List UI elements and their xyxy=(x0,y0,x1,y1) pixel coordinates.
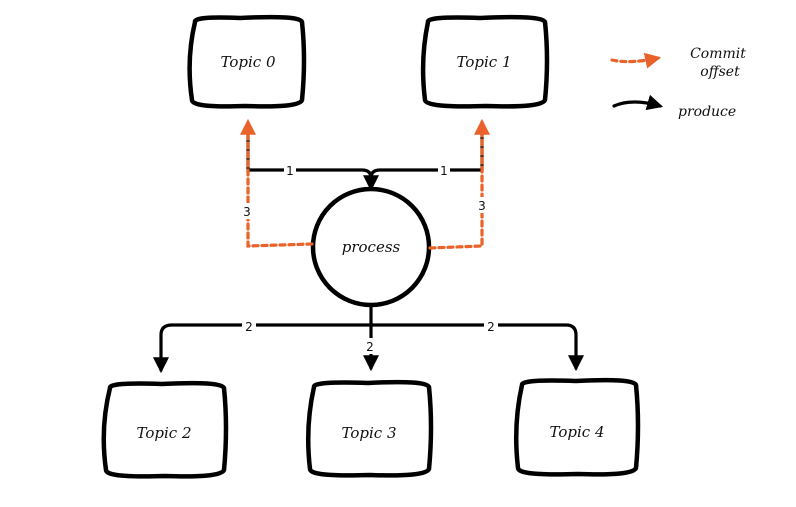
process-label: process xyxy=(342,238,401,256)
process-node: process xyxy=(310,186,432,308)
legend-commit-arrow xyxy=(610,52,662,69)
edge-consume-topic1 xyxy=(369,130,484,180)
edge-label-consume-topic0: 1 xyxy=(286,164,294,178)
topic-0-node: Topic 0 xyxy=(187,14,307,109)
edge-commit-topic0 xyxy=(240,118,314,248)
legend-commit-label-line1: Commit xyxy=(690,46,746,62)
topic-2-node: Topic 2 xyxy=(101,380,229,479)
edge-commit-topic1 xyxy=(428,118,490,250)
topic-3-node: Topic 3 xyxy=(305,379,434,478)
legend-produce-label: produce xyxy=(678,104,736,120)
topic-4-label: Topic 4 xyxy=(550,423,605,441)
edge-label-commit-topic0: 3 xyxy=(243,205,251,219)
legend-commit-label-line2: offset xyxy=(700,64,740,80)
legend: Commit offset produce xyxy=(610,46,746,120)
edge-label-produce-topic3: 2 xyxy=(366,340,374,354)
topic-0-label: Topic 0 xyxy=(221,53,276,71)
topic-1-label: Topic 1 xyxy=(457,53,512,71)
edge-label-commit-topic1: 3 xyxy=(478,199,486,213)
edge-produce-topic2 xyxy=(153,323,373,374)
topic-3-label: Topic 3 xyxy=(342,424,397,442)
edge-label-produce-topic4: 2 xyxy=(487,320,495,334)
edge-consume-topic0 xyxy=(246,130,379,192)
legend-produce-arrow xyxy=(612,94,664,111)
edge-label-consume-topic1: 1 xyxy=(440,164,448,178)
edge-produce-topic4 xyxy=(369,323,584,372)
topic-4-node: Topic 4 xyxy=(513,377,641,477)
topic-2-label: Topic 2 xyxy=(137,424,192,442)
topic-1-node: Topic 1 xyxy=(420,14,550,109)
edge-label-produce-topic2: 2 xyxy=(245,320,253,334)
